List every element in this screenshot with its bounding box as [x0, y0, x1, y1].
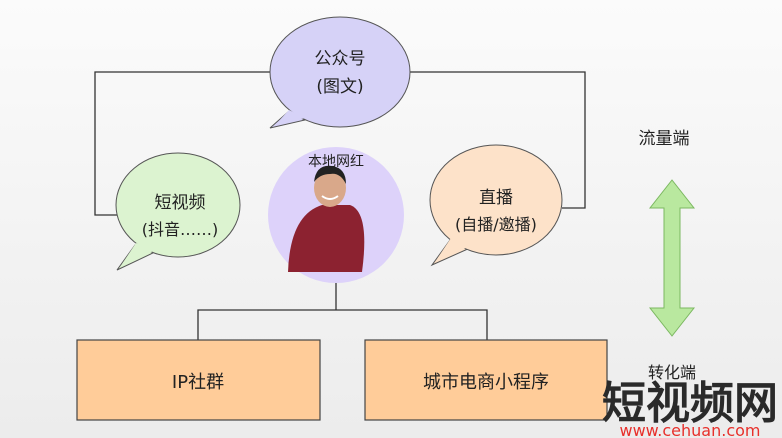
wechat-label: 公众号 — [315, 49, 366, 69]
conversion-end-label: 转化端 — [648, 363, 696, 382]
bubble-live: 直播 (自播/邀播) — [429, 144, 563, 267]
connector-wechat-shortvideo — [94, 71, 272, 216]
bubble-wechat: 公众号 (图文) — [269, 16, 411, 129]
box-mini-program: 城市电商小程序 — [364, 339, 608, 421]
live-label: 直播 — [479, 188, 513, 208]
wechat-sublabel: (图文) — [316, 77, 363, 97]
ip-community-label: IP社群 — [172, 372, 224, 393]
live-sublabel: (自播/邀播) — [455, 215, 537, 234]
connector-tree-branches — [197, 309, 488, 340]
short-video-label: 短视频 — [155, 193, 206, 213]
box-ip-community: IP社群 — [76, 339, 321, 421]
traffic-end-label: 流量端 — [639, 129, 690, 149]
watermark-url: www.cehuan.com — [620, 421, 761, 438]
double-arrow-icon — [648, 179, 696, 337]
influencer-node: 本地网红 — [268, 147, 404, 283]
bubble-short-video: 短视频 (抖音……) — [115, 152, 241, 271]
influencer-label: 本地网红 — [308, 154, 364, 170]
connector-wechat-live — [408, 71, 586, 209]
short-video-sublabel: (抖音……) — [142, 220, 219, 239]
watermark-title: 短视频网 — [602, 378, 778, 429]
mini-program-label: 城市电商小程序 — [423, 372, 549, 393]
person-photo — [288, 165, 365, 272]
